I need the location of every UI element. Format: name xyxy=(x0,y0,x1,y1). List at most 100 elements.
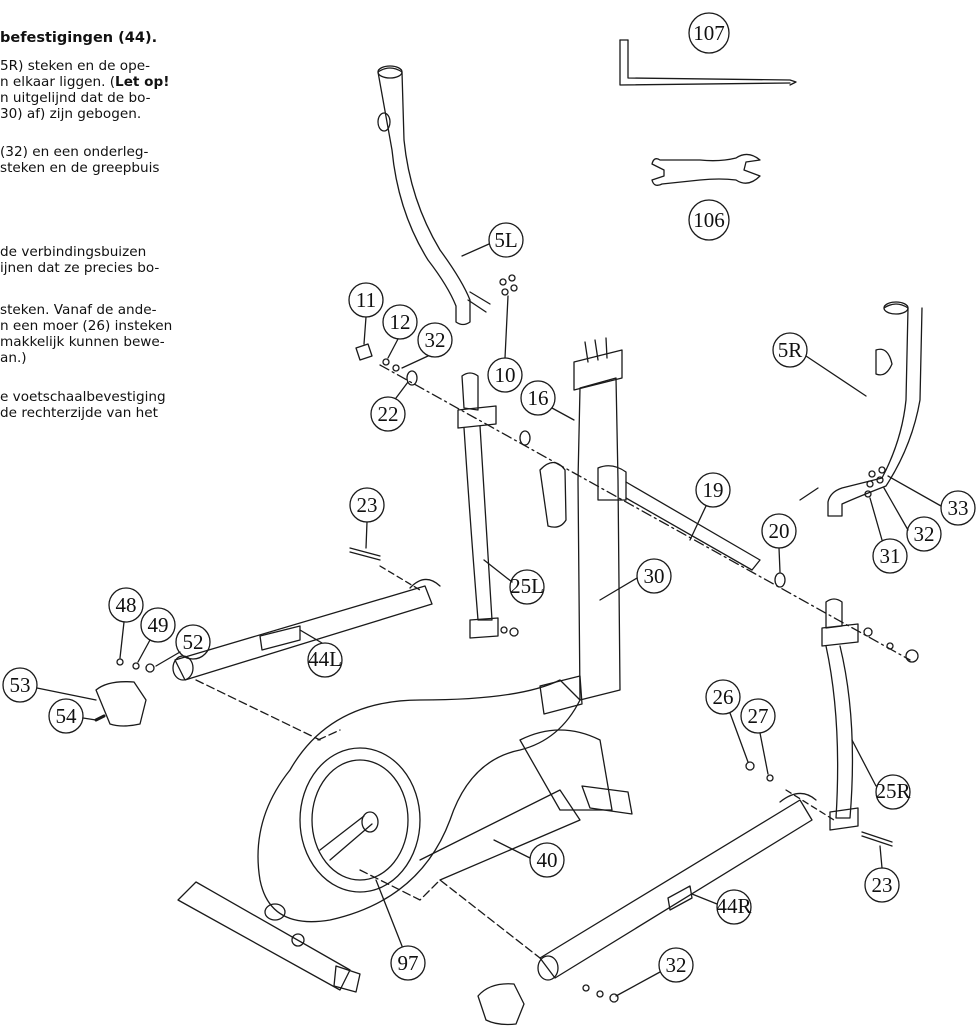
svg-text:32: 32 xyxy=(914,522,935,546)
step2-line2: steken en de greepbuis xyxy=(0,160,160,176)
bolt-left xyxy=(355,343,531,446)
callout-27: 27 xyxy=(740,698,776,734)
callout-26: 26 xyxy=(705,679,741,715)
svg-text:5R: 5R xyxy=(778,338,803,362)
left-end-cap xyxy=(95,681,147,727)
callout-25R: 25R xyxy=(875,774,911,810)
rear-stabilizer xyxy=(177,881,361,993)
step3-line2: ijnen dat ze precies bo- xyxy=(0,260,160,276)
washer-20 xyxy=(774,572,786,588)
callout-16: 16 xyxy=(520,380,556,416)
callout-32-right: 32 xyxy=(906,516,942,552)
callout-19: 19 xyxy=(695,472,731,508)
svg-text:32: 32 xyxy=(425,328,446,352)
left-lower-arm xyxy=(457,372,519,639)
svg-text:31: 31 xyxy=(880,544,901,568)
svg-text:23: 23 xyxy=(872,873,893,897)
bolt-23-top xyxy=(349,547,381,561)
svg-text:30: 30 xyxy=(644,564,665,588)
svg-text:52: 52 xyxy=(183,630,204,654)
step5-line2: de rechterzijde van het xyxy=(0,405,158,421)
svg-text:25R: 25R xyxy=(875,779,910,803)
callout-11: 11 xyxy=(348,282,384,318)
step1-line3: n uitgelijnd dat de bo- xyxy=(0,90,151,106)
frame-body xyxy=(257,679,613,923)
svg-text:49: 49 xyxy=(148,613,169,637)
step1-warning: Let op! xyxy=(115,74,170,90)
front-stabilizer xyxy=(581,785,633,815)
svg-text:22: 22 xyxy=(378,402,399,426)
step4-line4: an.) xyxy=(0,350,27,366)
washer-27 xyxy=(766,774,774,782)
step4-line2: n een moer (26) insteken xyxy=(0,318,173,334)
step3-line1: de verbindingsbuizen xyxy=(0,244,147,260)
callout-22: 22 xyxy=(370,396,406,432)
main-upright xyxy=(539,337,627,715)
svg-text:26: 26 xyxy=(713,685,734,709)
svg-text:10: 10 xyxy=(495,363,516,387)
svg-text:54: 54 xyxy=(56,704,78,728)
step5-line1: e voetschaalbevestiging xyxy=(0,389,166,405)
callout-25L: 25L xyxy=(509,569,545,605)
wrench-icon xyxy=(651,153,761,186)
left-handlebar xyxy=(377,65,518,326)
callout-12: 12 xyxy=(382,304,418,340)
callout-23-top: 23 xyxy=(349,487,385,523)
svg-text:40: 40 xyxy=(537,848,558,872)
svg-text:19: 19 xyxy=(703,478,724,502)
svg-text:44R: 44R xyxy=(716,894,751,918)
svg-text:33: 33 xyxy=(948,496,969,520)
callout-33: 33 xyxy=(940,490,976,526)
callout-52: 52 xyxy=(175,624,211,660)
step1-line2-text: n elkaar liggen. ( xyxy=(0,74,116,90)
svg-text:5L: 5L xyxy=(494,228,517,252)
nut-26 xyxy=(745,761,755,771)
svg-text:12: 12 xyxy=(390,310,411,334)
allen-key-icon xyxy=(619,39,797,86)
instruction-heading: befestigingen (44). xyxy=(0,30,158,46)
axle-centerline xyxy=(379,364,911,661)
svg-text:11: 11 xyxy=(356,288,376,312)
axle-shaft xyxy=(625,481,761,571)
right-pedal-tube xyxy=(537,792,817,981)
svg-text:25L: 25L xyxy=(510,574,544,598)
svg-text:48: 48 xyxy=(116,593,137,617)
callout-31: 31 xyxy=(872,538,908,574)
step1-line2: n elkaar liggen. (Let op! xyxy=(0,74,169,90)
svg-text:27: 27 xyxy=(748,704,769,728)
step4-line1: steken. Vanaf de ande- xyxy=(0,302,157,318)
callout-10: 10 xyxy=(487,357,523,393)
bolt-23-bottom xyxy=(861,831,893,847)
svg-text:106: 106 xyxy=(693,208,725,232)
callout-44L: 44L xyxy=(307,642,343,678)
callout-49: 49 xyxy=(140,607,176,643)
svg-text:44L: 44L xyxy=(308,647,342,671)
callout-5L: 5L xyxy=(488,222,524,258)
step2-line1: (32) en een onderleg- xyxy=(0,144,149,160)
svg-text:32: 32 xyxy=(666,953,687,977)
callout-106: 106 xyxy=(688,199,730,241)
step4-line3: makkelijk kunnen bewe- xyxy=(0,334,165,350)
callout-54: 54 xyxy=(48,698,84,734)
svg-text:53: 53 xyxy=(10,673,31,697)
callout-23-bottom: 23 xyxy=(864,867,900,903)
step1-line1: 5R) steken en de ope- xyxy=(0,58,151,74)
callout-48: 48 xyxy=(108,587,144,623)
callout-32-left: 32 xyxy=(417,322,453,358)
svg-text:20: 20 xyxy=(769,519,790,543)
right-end-cap xyxy=(477,983,525,1026)
svg-text:97: 97 xyxy=(398,951,419,975)
callout-53: 53 xyxy=(2,667,38,703)
svg-text:23: 23 xyxy=(357,493,378,517)
callout-40: 40 xyxy=(529,842,565,878)
callout-44R: 44R xyxy=(716,889,752,925)
step1-line4: 30) af) zijn gebogen. xyxy=(0,106,142,122)
right-handlebar xyxy=(799,301,923,517)
assembly-guide-right xyxy=(359,869,541,959)
left-pedal-tube xyxy=(172,565,441,681)
callout-97: 97 xyxy=(390,945,426,981)
callout-5R: 5R xyxy=(772,332,808,368)
svg-text:107: 107 xyxy=(693,21,725,45)
callout-107: 107 xyxy=(688,12,730,54)
